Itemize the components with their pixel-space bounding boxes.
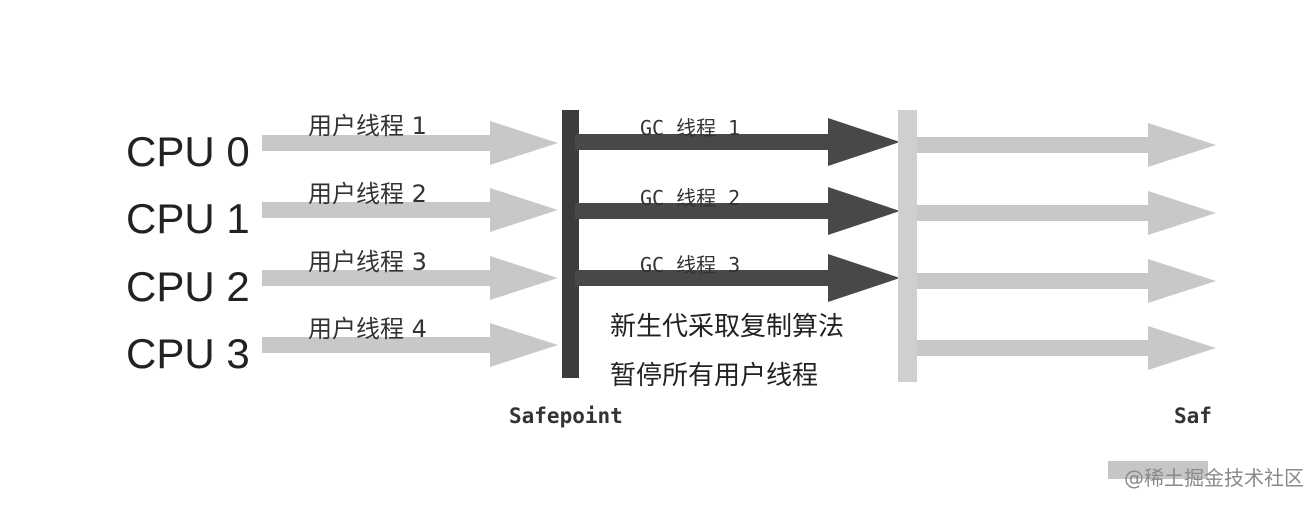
gc-thread-arrow-3 <box>575 254 900 302</box>
resumed-thread-arrow-cpu3 <box>917 326 1216 370</box>
cpu-label-3: CPU 3 <box>126 330 250 377</box>
note-pause-threads: 暂停所有用户线程 <box>610 361 818 391</box>
user-thread-arrow-cpu1 <box>262 188 558 232</box>
safepoint-label: Safepoint <box>509 404 623 428</box>
watermark-bar <box>1108 461 1208 479</box>
cpu-label-2: CPU 2 <box>126 263 250 310</box>
note-copy-algorithm: 新生代采取复制算法 <box>610 312 844 342</box>
user-thread-arrow-cpu3 <box>262 323 558 367</box>
safepoint-label-truncated: Saf <box>1174 404 1212 428</box>
resume-bar <box>898 110 917 382</box>
resumed-thread-arrow-cpu0 <box>917 123 1216 167</box>
gc-thread-arrow-1 <box>575 118 900 166</box>
cpu-label-0: CPU 0 <box>126 128 250 175</box>
user-thread-arrow-cpu0 <box>262 121 558 165</box>
user-thread-label-1: 用户线程 1 <box>308 112 427 140</box>
safepoint-bar <box>562 110 579 378</box>
resumed-thread-arrows <box>917 123 1216 370</box>
user-thread-label-3: 用户线程 3 <box>308 248 427 276</box>
watermark-text: @稀土掘金技术社区 <box>1124 466 1304 490</box>
resumed-thread-arrow-cpu1 <box>917 191 1216 235</box>
gc-thread-arrows <box>575 118 900 302</box>
user-thread-arrows <box>262 121 558 367</box>
user-thread-label-2: 用户线程 2 <box>308 180 427 208</box>
gc-thread-label-3: GC 线程 3 <box>640 253 740 277</box>
cpu-label-1: CPU 1 <box>126 195 250 242</box>
gc-thread-label-1: GC 线程 1 <box>640 116 740 140</box>
gc-thread-arrow-2 <box>575 187 900 235</box>
gc-thread-label-2: GC 线程 2 <box>640 186 740 210</box>
resumed-thread-arrow-cpu2 <box>917 259 1216 303</box>
user-thread-arrow-cpu2 <box>262 256 558 300</box>
user-thread-label-4: 用户线程 4 <box>308 315 427 343</box>
